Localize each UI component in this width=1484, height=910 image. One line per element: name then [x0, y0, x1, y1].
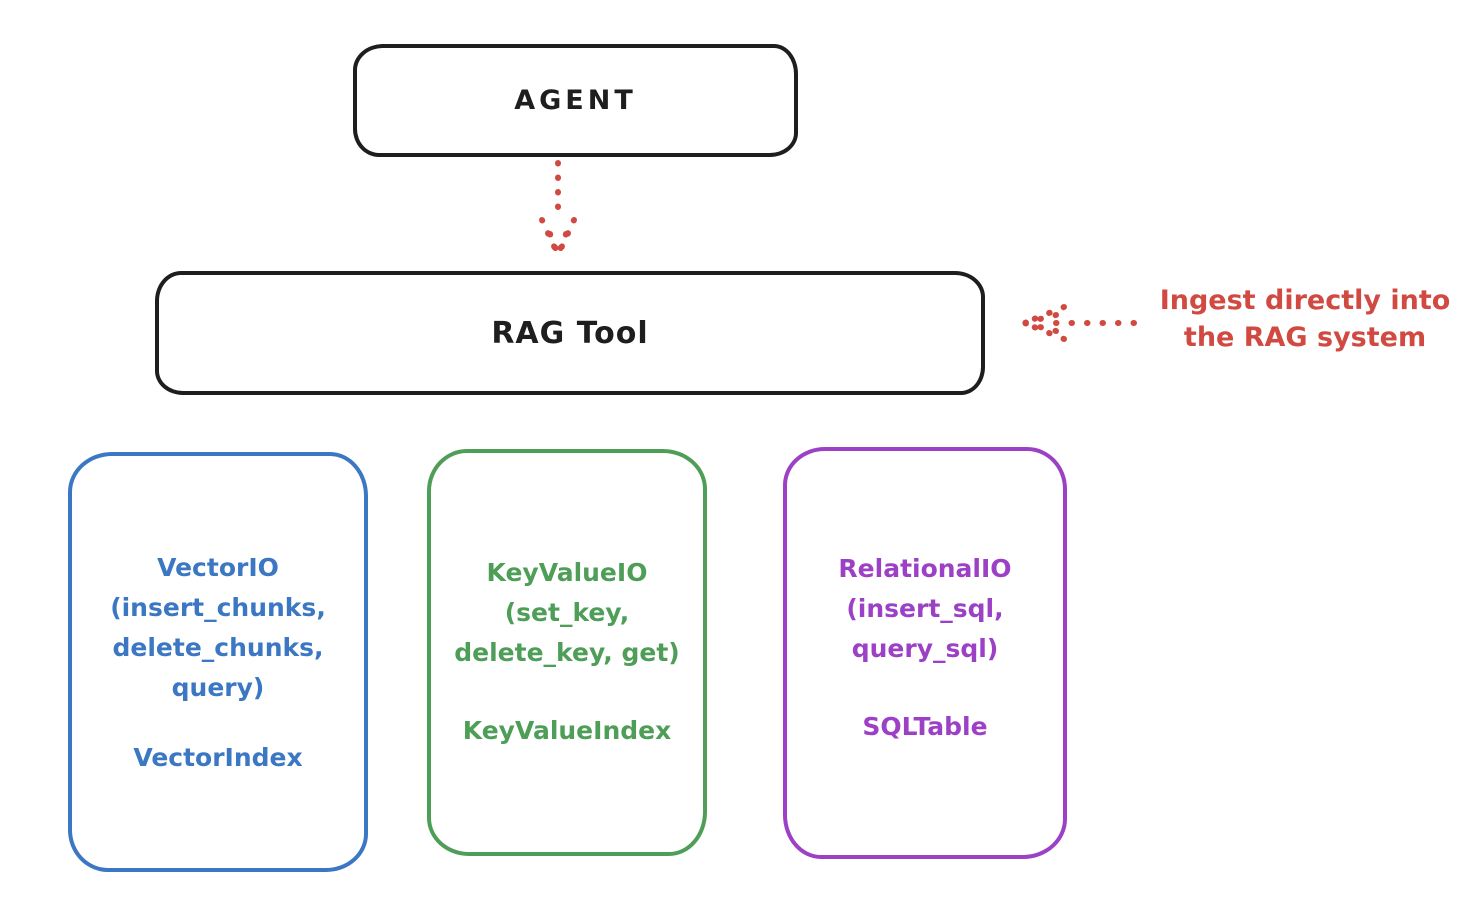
agent-to-ragtool-arrow: [539, 160, 577, 258]
ingest-arrow: [1021, 304, 1137, 342]
relational-io-functions: RelationalIO (insert_sql, query_sql): [838, 549, 1011, 669]
io-box-line: (set_key,: [504, 598, 630, 627]
vector-io-box: VectorIO (insert_chunks, delete_chunks, …: [68, 452, 368, 872]
io-box-line: (insert_sql,: [846, 594, 1004, 623]
keyvalue-io-box: KeyValueIO (set_key, delete_key, get) Ke…: [427, 449, 707, 856]
io-box-line: RelationalIO: [838, 554, 1012, 583]
vector-io-functions: VectorIO (insert_chunks, delete_chunks, …: [110, 548, 326, 708]
io-box-line: KeyValueIO: [486, 558, 648, 587]
sql-table-label: SQLTable: [862, 712, 988, 741]
io-box-line: VectorIO: [157, 553, 279, 582]
ingest-annotation-line2: the RAG system: [1183, 322, 1427, 353]
io-box-line: query): [171, 673, 265, 702]
keyvalue-index-label: KeyValueIndex: [462, 716, 672, 745]
agent-box: AGENT: [353, 44, 798, 157]
io-box-line: (insert_chunks,: [110, 593, 326, 622]
relational-io-box: RelationalIO (insert_sql, query_sql) SQL…: [783, 447, 1067, 859]
io-box-line: delete_key, get): [454, 638, 680, 667]
io-box-line: delete_chunks,: [112, 633, 324, 662]
rag-tool-box: RAG Tool: [155, 271, 985, 395]
agent-label: AGENT: [514, 85, 637, 116]
keyvalue-io-functions: KeyValueIO (set_key, delete_key, get): [454, 553, 679, 673]
ingest-annotation-line1: Ingest directly into: [1159, 285, 1451, 316]
vector-index-label: VectorIndex: [133, 743, 303, 772]
io-box-line: query_sql): [851, 634, 999, 663]
rag-tool-label: RAG Tool: [491, 315, 649, 351]
ingest-annotation: Ingest directly into the RAG system: [1140, 282, 1470, 356]
